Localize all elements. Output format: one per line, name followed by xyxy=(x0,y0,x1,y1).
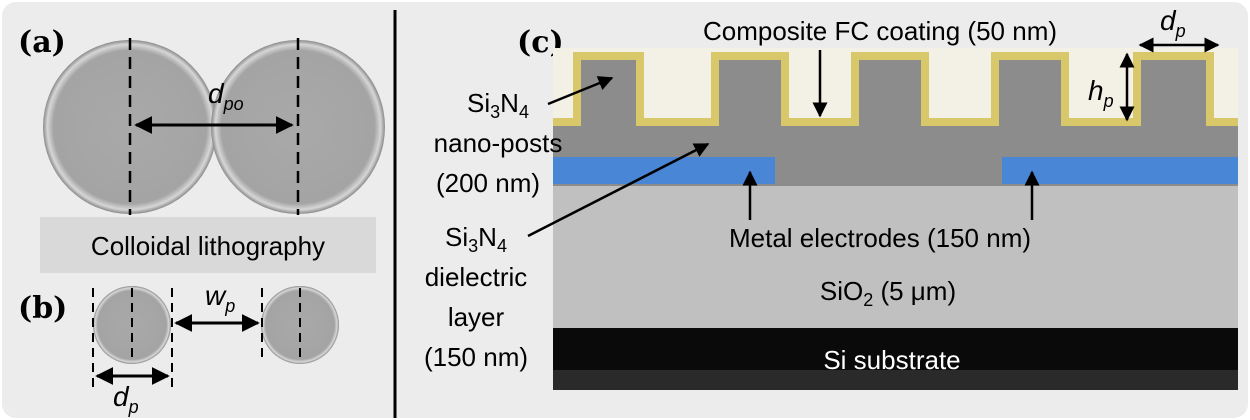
panel-label-b: (b) xyxy=(18,291,67,326)
spacing-label: dpo xyxy=(208,78,244,114)
post-diameter-label: dp xyxy=(113,381,139,417)
fc-coating xyxy=(553,52,1238,126)
colloid-sphere-left xyxy=(43,40,217,214)
dielectric-arrow xyxy=(527,142,710,238)
dielectric-label-line4: (150 nm) xyxy=(424,342,528,372)
post-diameter-symbol: dp xyxy=(1160,5,1186,41)
dielectric-label-line3: layer xyxy=(448,302,505,332)
oxide-label: SiO2 (5 μm) xyxy=(820,276,956,310)
metal-electrode-right xyxy=(1002,157,1238,184)
nanopost-arrow xyxy=(547,76,614,106)
nanopost-label-line3: (200 nm) xyxy=(436,168,540,198)
dielectric-label-line1: Si3N4 xyxy=(445,222,507,256)
nanopost-label-line1: Si3N4 xyxy=(467,88,529,122)
metal-electrode-left xyxy=(553,157,775,184)
caption-box xyxy=(40,217,376,273)
post-gap-label: wp xyxy=(205,280,235,316)
coating-label: Composite FC coating (50 nm) xyxy=(703,16,1057,46)
nanopost-label-line2: nano-posts xyxy=(434,128,563,158)
substrate-label: Si substrate xyxy=(823,345,960,375)
si-substrate-bottom-band xyxy=(553,370,1238,390)
nitride-nanopost-layer xyxy=(553,56,1238,186)
oxide-layer xyxy=(553,186,1238,328)
panel-label-a: (a) xyxy=(18,25,66,60)
colloid-sphere-right xyxy=(211,40,385,214)
electrodes-label: Metal electrodes (150 nm) xyxy=(729,223,1031,253)
post-height-symbol: hp xyxy=(1088,75,1114,111)
caption-colloidal-lithography: Colloidal lithography xyxy=(91,231,325,261)
dielectric-label-line2: dielectric xyxy=(425,262,528,292)
